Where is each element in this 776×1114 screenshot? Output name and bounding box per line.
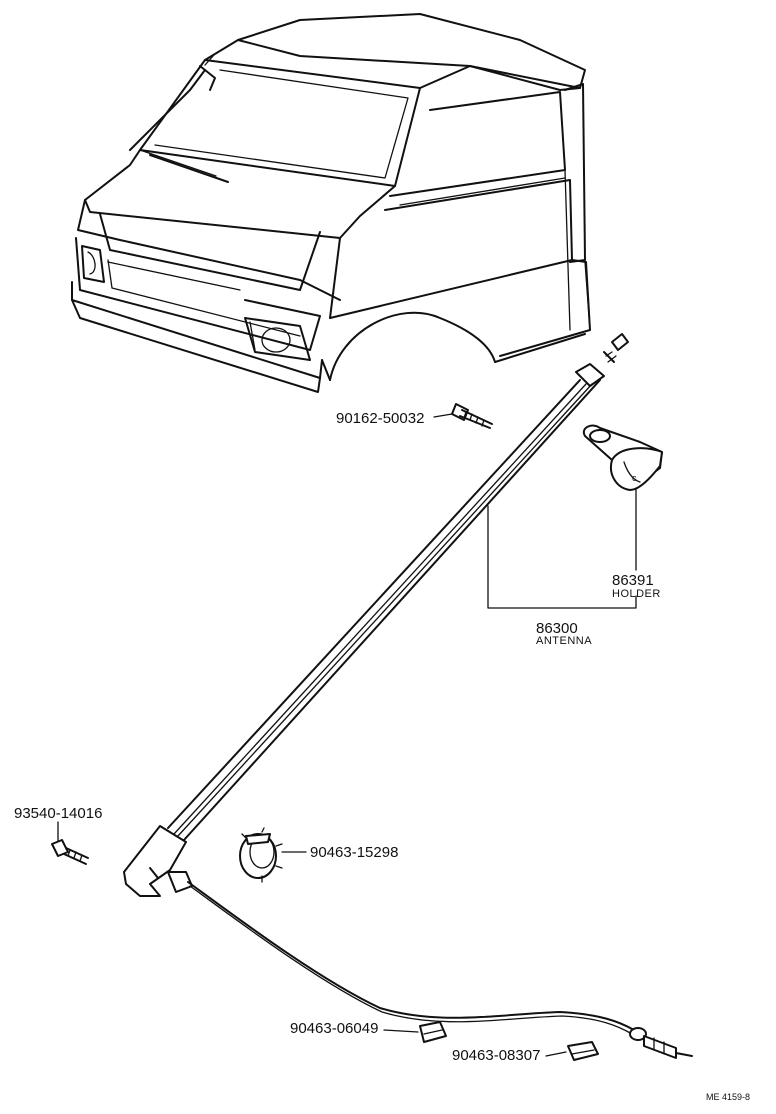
part-number-holder: 86391 [612,572,654,589]
part-number-screw-top: 90162-50032 [336,410,424,427]
part-name-holder: HOLDER [612,588,661,600]
holder-part-illustration: c [582,424,663,491]
part-name-antenna: ANTENNA [536,635,592,647]
bolt-part-illustration [51,839,89,865]
screw-part-illustration [451,403,493,429]
figure-reference: ME 4159-8 [706,1092,750,1102]
part-number-clip-b: 90463-08307 [452,1047,540,1064]
leader-line-clip-a [383,1029,419,1033]
part-number-clamp: 90463-15298 [310,844,398,861]
vehicle-cab-illustration [71,13,591,393]
antenna-part-illustration [123,333,693,1059]
clamp-part-illustration [239,827,283,883]
part-number-antenna: 86300 [536,620,578,637]
part-number-bolt: 93540-14016 [14,805,102,822]
clip-a-part-illustration [419,1021,447,1043]
leader-line-screw-top [433,413,453,418]
leader-line-clip-b [545,1051,567,1057]
svg-text:c: c [632,473,637,483]
leader-line-antenna [487,505,637,609]
part-number-clip-a: 90463-06049 [290,1020,378,1037]
clip-b-part-illustration [567,1041,599,1061]
